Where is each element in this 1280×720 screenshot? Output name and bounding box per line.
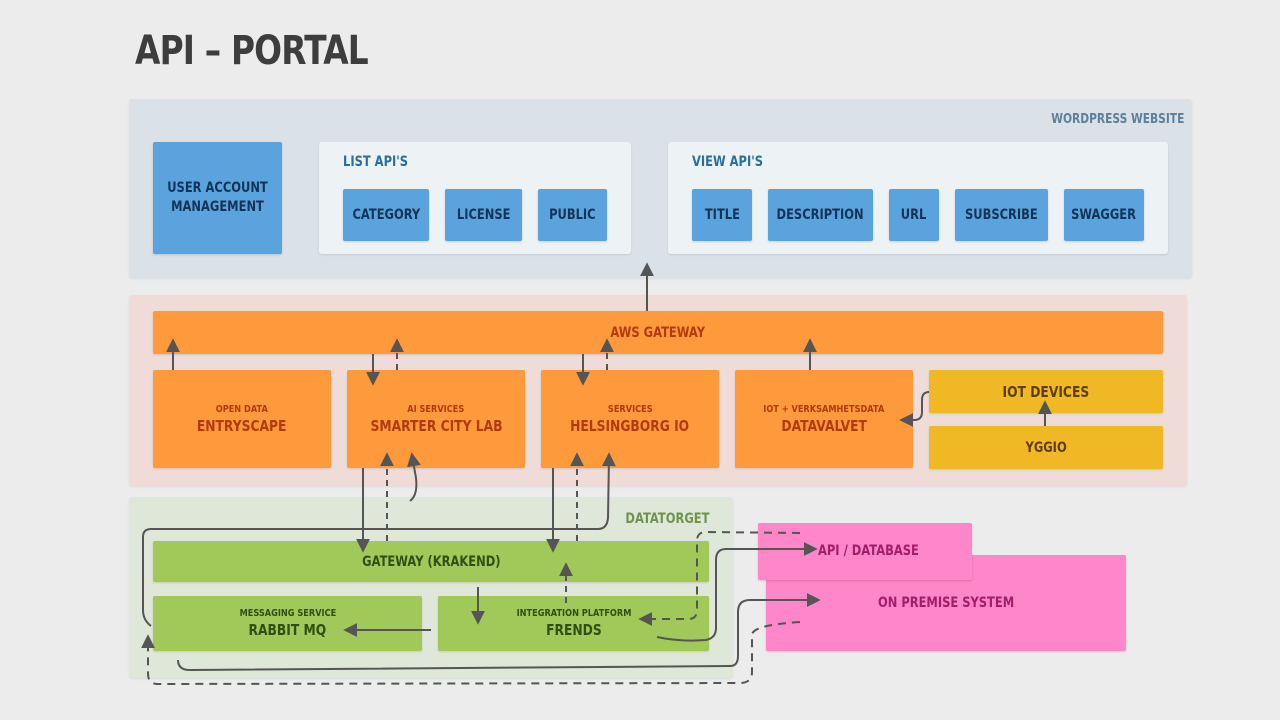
rabbit-mq-category: MESSAGING SERVICE: [239, 608, 336, 619]
title-box[interactable]: TITLE: [692, 189, 752, 241]
gateway-krakend-label: GATEWAY (KRAKEND): [361, 553, 501, 570]
rabbit-mq-box[interactable]: MESSAGING SERVICE RABBIT MQ: [153, 596, 422, 651]
api-database-box[interactable]: API / DATABASE: [758, 523, 972, 580]
smarter-city-lab-category: AI SERVICES: [407, 403, 465, 415]
url-box[interactable]: URL: [889, 189, 939, 241]
helsingborg-io-category: SERVICES: [607, 403, 653, 415]
frends-box[interactable]: INTEGRATION PLATFORM FRENDS: [438, 596, 709, 651]
wordpress-website-label: WORDPRESS WEBSITE: [1050, 112, 1184, 127]
entryscape-box[interactable]: OPEN DATA ENTRYSCAPE: [153, 370, 331, 468]
api-database-label: API / DATABASE: [818, 543, 919, 559]
list-apis-title: LIST API'S: [343, 154, 409, 170]
swagger-box[interactable]: SWAGGER: [1064, 189, 1144, 241]
entryscape-label: ENTRYSCAPE: [197, 416, 287, 435]
description-label: DESCRIPTION: [776, 206, 865, 223]
frends-category: INTEGRATION PLATFORM: [516, 608, 631, 619]
datavalvet-box[interactable]: IOT + VERKSAMHETSDATA DATAVALVET: [735, 370, 913, 468]
view-apis-title: VIEW API'S: [692, 154, 764, 170]
smarter-city-lab-label: SMARTER CITY LAB: [369, 416, 502, 435]
category-box[interactable]: CATEGORY: [343, 189, 429, 241]
aws-gateway-label: AWS GATEWAY: [610, 324, 706, 341]
datavalvet-category: IOT + VERKSAMHETSDATA: [763, 403, 885, 415]
aws-gateway-box[interactable]: AWS GATEWAY: [153, 311, 1163, 354]
category-label: CATEGORY: [352, 206, 420, 223]
url-label: URL: [901, 206, 927, 223]
helsingborg-io-label: HELSINGBORG IO: [570, 416, 690, 435]
license-box[interactable]: LICENSE: [445, 189, 522, 241]
page-title: API – PORTAL: [135, 28, 369, 74]
user-account-management-label: USER ACCOUNT MANAGEMENT: [167, 180, 268, 215]
subscribe-box[interactable]: SUBSCRIBE: [955, 189, 1048, 241]
datatorget-label: DATATORGET: [625, 511, 709, 527]
title-label: TITLE: [704, 206, 740, 223]
yggio-label: YGGIO: [1025, 439, 1067, 456]
frends-label: FRENDS: [545, 621, 602, 639]
datavalvet-label: DATAVALVET: [781, 416, 867, 435]
helsingborg-io-box[interactable]: SERVICES HELSINGBORG IO: [541, 370, 719, 468]
subscribe-label: SUBSCRIBE: [965, 206, 1038, 223]
iot-devices-box[interactable]: IOT DEVICES: [929, 370, 1163, 413]
yggio-box[interactable]: YGGIO: [929, 426, 1163, 469]
on-premise-system-label: ON PREMISE SYSTEM: [877, 595, 1015, 611]
smarter-city-lab-box[interactable]: AI SERVICES SMARTER CITY LAB: [347, 370, 525, 468]
public-box[interactable]: PUBLIC: [538, 189, 607, 241]
gateway-krakend-box[interactable]: GATEWAY (KRAKEND): [153, 541, 709, 582]
description-box[interactable]: DESCRIPTION: [768, 189, 873, 241]
swagger-label: SWAGGER: [1071, 206, 1137, 223]
user-account-management-box[interactable]: USER ACCOUNT MANAGEMENT: [153, 142, 282, 254]
iot-devices-label: IOT DEVICES: [1002, 382, 1090, 401]
rabbit-mq-label: RABBIT MQ: [248, 621, 327, 639]
entryscape-category: OPEN DATA: [215, 403, 269, 415]
license-label: LICENSE: [456, 206, 511, 223]
public-label: PUBLIC: [549, 206, 596, 223]
